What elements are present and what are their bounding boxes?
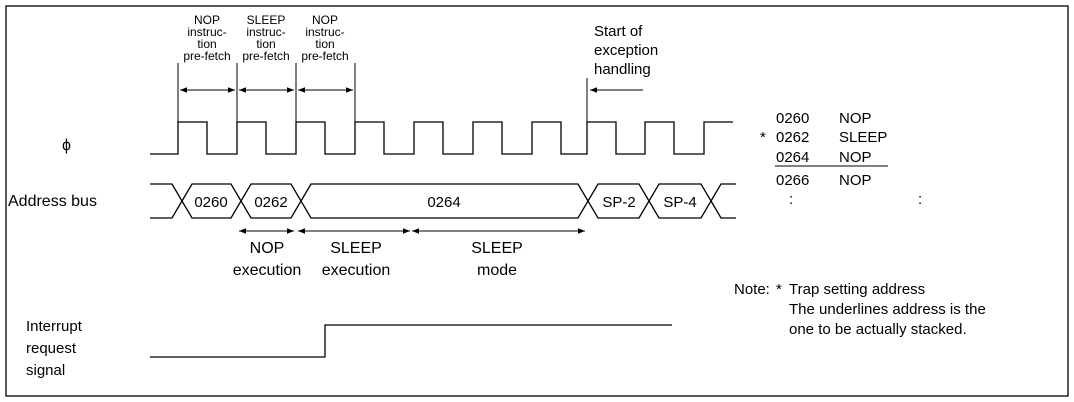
note-marker: *	[776, 281, 782, 298]
listing-instruction: SLEEP	[839, 129, 887, 146]
phase-label-sleep-prefetch: SLEEP instruc- tion pre-fetch	[242, 13, 289, 63]
listing-instruction: NOP	[839, 149, 872, 166]
phase-label-line: instruc-	[305, 25, 344, 39]
interrupt-label-line: request	[26, 340, 77, 357]
note-line: Trap setting address	[789, 281, 925, 298]
listing-address: :	[789, 191, 793, 208]
execution-label-line: SLEEP	[330, 240, 382, 257]
interrupt-label-line: Interrupt	[26, 318, 83, 335]
execution-label-line: mode	[477, 262, 517, 279]
bus-value: 0262	[254, 194, 287, 211]
listing-address: 0260	[776, 110, 809, 127]
figure-frame	[5, 5, 1069, 397]
execution-label-line: execution	[322, 262, 391, 279]
phi-clock-waveform	[150, 121, 733, 155]
exception-label-line: handling	[594, 61, 651, 78]
bus-lead-in	[150, 183, 183, 219]
address-bus-label: Address bus	[8, 193, 97, 210]
phase-label-line: pre-fetch	[242, 49, 289, 63]
phase-label-line: tion	[315, 37, 334, 51]
listing-instruction: NOP	[839, 110, 872, 127]
execution-label-line: execution	[233, 262, 302, 279]
interrupt-request-waveform	[150, 324, 672, 358]
phase-label-line: NOP	[194, 13, 220, 27]
phase-label-line: instruc-	[246, 25, 285, 39]
phase-label-line: tion	[197, 37, 216, 51]
bus-value: 0260	[194, 194, 227, 211]
bus-lead-out	[710, 183, 736, 219]
phase-label-nop-prefetch: NOP instruc- tion pre-fetch	[183, 13, 230, 63]
bus-value: SP-2	[602, 194, 635, 211]
phase-label-line: tion	[256, 37, 275, 51]
note-prefix: Note:	[734, 281, 770, 298]
interrupt-signal-label: Interrupt request signal	[26, 318, 83, 379]
phase-label-line: NOP	[312, 13, 338, 27]
phase-label-nop2-prefetch: NOP instruc- tion pre-fetch	[301, 13, 348, 63]
phase-label-line: pre-fetch	[301, 49, 348, 63]
phase-label-line: instruc-	[187, 25, 226, 39]
bus-value: SP-4	[663, 194, 696, 211]
address-bus-waveform: 0260 0262 0264 SP-2 SP-4	[150, 183, 736, 219]
phase-label-line: pre-fetch	[183, 49, 230, 63]
note-block: Note: * Trap setting address The underli…	[734, 281, 986, 338]
exception-label-line: exception	[594, 42, 658, 59]
execution-label-line: SLEEP	[471, 240, 523, 257]
memory-listing: 0260 NOP * 0262 SLEEP 0264 NOP 0266 NOP …	[760, 110, 922, 208]
note-line: The underlines address is the	[789, 301, 986, 318]
listing-instruction: NOP	[839, 172, 872, 189]
interrupt-label-line: signal	[26, 362, 65, 379]
listing-address: 0266	[776, 172, 809, 189]
trap-marker: *	[760, 129, 766, 146]
execution-label-line: NOP	[250, 240, 285, 257]
note-line: one to be actually stacked.	[789, 321, 967, 338]
phi-signal-label: ϕ	[62, 137, 71, 154]
listing-address: 0262	[776, 129, 809, 146]
exception-label-line: Start of	[594, 23, 643, 40]
listing-instruction: :	[918, 191, 922, 208]
sleep-mode-label: SLEEP mode	[471, 240, 523, 279]
listing-address: 0264	[776, 149, 809, 166]
exception-start-label: Start of exception handling	[594, 23, 658, 78]
nop-execution-label: NOP execution	[233, 240, 302, 279]
sleep-execution-label: SLEEP execution	[322, 240, 391, 279]
bus-value: 0264	[427, 194, 460, 211]
phase-label-line: SLEEP	[247, 13, 286, 27]
